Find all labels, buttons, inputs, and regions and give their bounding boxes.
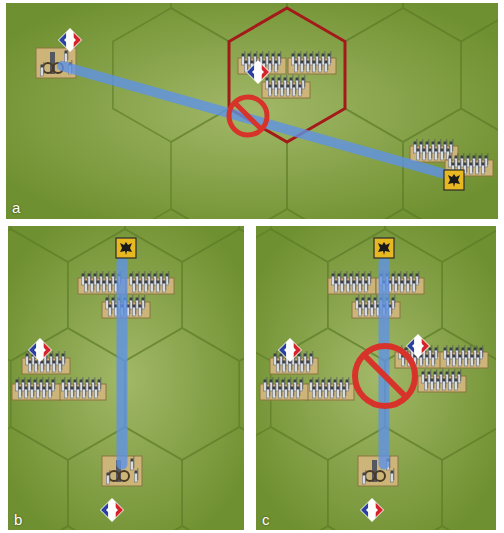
hex-cell xyxy=(229,209,345,219)
hex-cell xyxy=(11,526,125,530)
hex-cell xyxy=(287,3,403,42)
hex-cell xyxy=(385,226,496,262)
hex-cell xyxy=(461,8,498,142)
hex-cell xyxy=(125,526,239,530)
hex-cell xyxy=(442,229,496,361)
hex-cell xyxy=(11,226,125,262)
hex-cell xyxy=(125,328,239,460)
hex-cell xyxy=(125,226,239,262)
hex-cell xyxy=(239,526,244,530)
hex-cell xyxy=(256,427,328,530)
hex-cell xyxy=(345,209,461,219)
hex-cell xyxy=(256,229,328,361)
hex-cell xyxy=(8,229,68,361)
hex-cell xyxy=(287,109,403,220)
hex-cell xyxy=(182,427,244,530)
hex-cell xyxy=(385,526,496,530)
hex-cell xyxy=(113,8,229,142)
hex-cell xyxy=(171,3,287,42)
panel-letter: a xyxy=(12,200,20,215)
hex-cell xyxy=(113,209,229,219)
hex-cell xyxy=(182,229,244,361)
hex-cell xyxy=(442,427,496,530)
panel-letter: c xyxy=(262,512,270,527)
hex-cell xyxy=(11,328,125,460)
hex-cell xyxy=(271,226,385,262)
hex-cell xyxy=(239,328,244,460)
hex-cell xyxy=(345,8,461,142)
panel-letter: b xyxy=(14,512,22,527)
hex-cell xyxy=(271,526,385,530)
hex-cell xyxy=(8,427,68,530)
hex-cell xyxy=(461,209,498,219)
